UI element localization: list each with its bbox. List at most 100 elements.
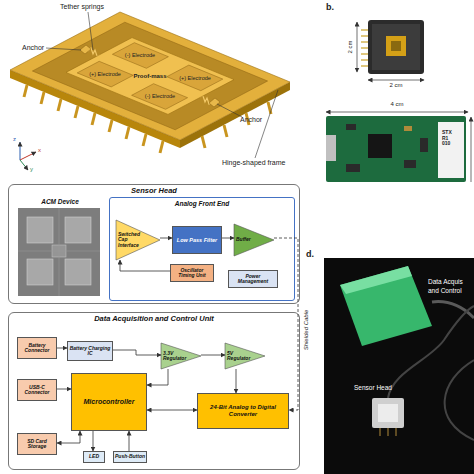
sensor-photo <box>368 20 424 74</box>
accelerometer-top-face <box>10 12 290 140</box>
electrode-pad <box>132 84 188 110</box>
package-pin <box>58 99 61 111</box>
panel-letter: d. <box>306 250 314 260</box>
pcb-photo <box>326 116 466 182</box>
part-label: Hinge-shaped frame <box>222 159 285 167</box>
node-text: Analog Front End <box>175 200 230 207</box>
signal-arrow <box>93 431 94 451</box>
leader-line <box>46 48 81 50</box>
proof-mass-plate <box>66 38 234 115</box>
header-pin <box>361 59 368 60</box>
signal-arrow <box>274 238 298 410</box>
amplifier-triangle-outline <box>116 220 160 260</box>
package-pin <box>126 127 129 139</box>
amplifier-triangle: Switched Cap Interface <box>116 220 160 260</box>
package-pin <box>109 120 112 132</box>
proof-mass-plate <box>66 38 234 115</box>
charger-box: Battery Charging IC <box>67 341 113 361</box>
leader-line <box>217 104 242 117</box>
package-pin <box>224 125 227 137</box>
signal-arrow <box>57 389 71 390</box>
axis-triad <box>20 142 36 170</box>
header-pin <box>361 47 368 48</box>
part-label: (-) Electrode <box>145 93 175 99</box>
part-label: Anchor <box>22 44 44 52</box>
node-text: Sensor Head <box>131 187 177 195</box>
connector-box: Battery Connector <box>17 337 57 359</box>
leader-line <box>88 12 93 50</box>
module-box: Sensor HeadACM Device Analog Front EndSwi… <box>8 184 300 304</box>
pcb-photo <box>420 138 428 152</box>
node-text: Power Management <box>230 274 276 285</box>
indicator-box: LED <box>83 451 105 463</box>
node-text: 24-Bit Analog to Digital Converter <box>199 404 287 417</box>
system-photo <box>380 428 381 436</box>
filter-box: Low Pass Filter <box>172 226 222 254</box>
node-text: Push-Button <box>115 454 145 460</box>
dimension-label: 4 cm <box>390 101 403 108</box>
sensor-photo <box>391 41 401 51</box>
package-pin <box>160 141 163 153</box>
system-photo <box>324 258 474 474</box>
dimension-label: 2 cm <box>389 82 402 89</box>
dimension-line <box>326 112 468 113</box>
electrode-pad <box>77 43 223 110</box>
signal-arrow <box>222 238 234 239</box>
part-label: (+) Electrode <box>89 71 121 77</box>
sensor-photo <box>368 20 424 74</box>
board-marking: STX R1 010 <box>442 130 456 147</box>
power-box: Power Management <box>228 270 278 288</box>
header-pin <box>361 65 368 66</box>
front-end-box: Analog Front EndSwitched Cap Interface Lo… <box>109 197 295 301</box>
signal-arrow <box>160 238 172 239</box>
axis-label: y <box>30 166 33 173</box>
node-text: Switched Cap Interface <box>118 232 144 249</box>
sensor-photo <box>386 36 406 56</box>
regulator-triangle: 3.3V Regulator <box>161 343 201 369</box>
axis-triad <box>20 152 36 160</box>
leader-line <box>46 12 278 158</box>
node-text: SD Card Storage <box>19 439 55 450</box>
system-photo <box>372 398 404 428</box>
regulator-triangle-outline <box>225 343 265 369</box>
signal-arrow <box>147 369 168 385</box>
accelerometer-top-face <box>32 22 267 130</box>
buffer-triangle: Buffer <box>234 224 274 256</box>
sem-image <box>18 208 100 296</box>
oscillator-box: Oscillator Timing Unit <box>170 264 214 282</box>
node-text: LED <box>89 454 99 460</box>
signal-arrow <box>120 260 170 271</box>
photo-label: Data Acquis <box>428 278 463 285</box>
node-text: Microcontroller <box>84 398 135 406</box>
node-text: Oscillator Timing Unit <box>172 268 212 279</box>
part-label: Proof-mass <box>133 73 166 80</box>
axis-label: x <box>38 147 41 154</box>
package-pin <box>202 136 205 148</box>
dimension-line <box>368 80 424 81</box>
header-pin <box>361 35 368 36</box>
anchor-block <box>209 98 220 107</box>
leader-line <box>255 90 278 158</box>
package-pin <box>75 106 78 118</box>
node-text: 3.3V Regulator <box>163 351 188 362</box>
node-text: Battery Charging IC <box>69 346 111 357</box>
axis-label: z <box>13 136 16 143</box>
connector-box: USB-C Connector <box>17 379 57 401</box>
package-pin <box>24 85 27 97</box>
anchor-block <box>80 45 91 54</box>
pcb-photo <box>346 164 360 172</box>
part-label: (-) Electrode <box>125 52 155 58</box>
sem-image <box>27 217 53 243</box>
node-text: ACM Device <box>41 198 79 205</box>
accelerometer-top-face <box>10 12 290 140</box>
system-photo <box>340 266 432 346</box>
node-text: Low Pass Filter <box>177 237 217 243</box>
signal-arrow <box>57 431 80 443</box>
electrode-pad <box>167 65 223 91</box>
header-pin <box>361 29 368 30</box>
system-photo <box>378 404 398 422</box>
system-photo <box>388 306 474 398</box>
processor-box: Microcontroller <box>71 373 147 431</box>
system-photo <box>388 428 389 436</box>
